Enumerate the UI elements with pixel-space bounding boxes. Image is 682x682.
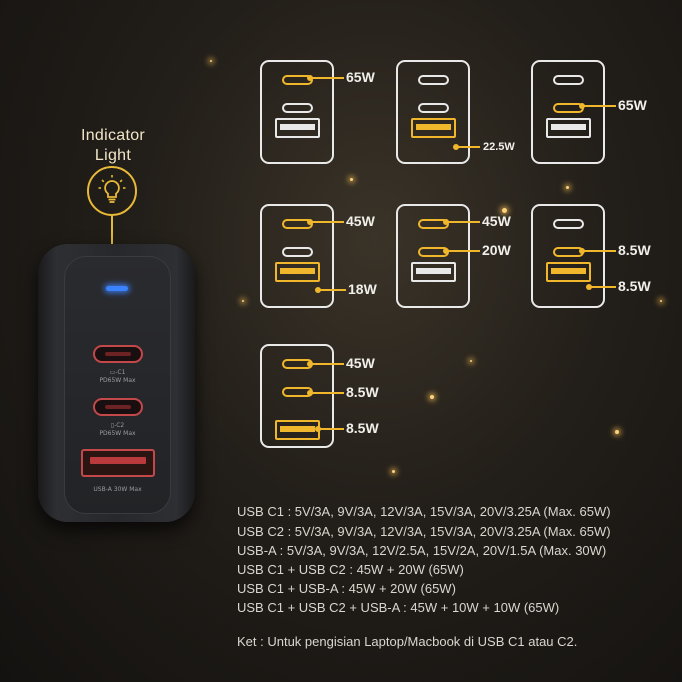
config5-c2-watt: 20W — [482, 242, 511, 258]
connector-line — [307, 361, 344, 367]
config7-a-watt: 8.5W — [346, 420, 379, 436]
connector-line — [315, 426, 344, 432]
port-c1-icon — [553, 75, 584, 85]
spec-line: USB C1 + USB C2 : 45W + 20W (65W) — [237, 562, 464, 577]
config4-a-watt: 18W — [348, 281, 377, 297]
connector-line — [307, 75, 344, 81]
config-card-4 — [260, 204, 334, 308]
config6-a-watt: 8.5W — [618, 278, 651, 294]
charger-device: ▭-C1 PD65W Max ▯-C2 PD65W Max USB-A 30W … — [38, 244, 195, 522]
spec-line: USB C2 : 5V/3A, 9V/3A, 12V/3A, 15V/3A, 2… — [237, 524, 611, 539]
port-a-icon — [546, 262, 591, 282]
config7-c1-watt: 45W — [346, 355, 375, 371]
config3-c2-watt: 65W — [618, 97, 647, 113]
sparkle — [660, 300, 662, 302]
port-c2-icon — [418, 103, 449, 113]
lightbulb-icon — [87, 166, 137, 216]
connector-line — [307, 219, 344, 225]
connector-line — [579, 248, 616, 254]
indicator-title-line1: Indicator — [80, 127, 146, 144]
connector-line — [443, 248, 480, 254]
laptop-icon: ▭ — [109, 369, 116, 376]
usb-c2-port — [93, 398, 143, 416]
sparkle — [430, 395, 434, 399]
indicator-led — [106, 286, 128, 291]
port-a-icon — [411, 118, 456, 138]
port-a-icon — [275, 262, 320, 282]
config6-c2-watt: 8.5W — [618, 242, 651, 258]
sparkle — [470, 360, 472, 362]
connector-line — [453, 144, 480, 150]
port-a-icon — [275, 118, 320, 138]
usb-c1-label-text: C1 — [117, 369, 126, 376]
config-card-7 — [260, 344, 334, 448]
port-c1-icon — [418, 75, 449, 85]
port-a-icon — [411, 262, 456, 282]
usb-c1-label: ▭-C1 — [109, 369, 126, 376]
config-card-5 — [396, 204, 470, 308]
sparkle — [566, 186, 569, 189]
config-card-3 — [531, 60, 605, 164]
sparkle — [392, 470, 395, 473]
usb-c2-label-text: C2 — [116, 422, 125, 429]
usb-a-spec: USB-A 30W Max — [93, 486, 142, 493]
connector-line — [579, 103, 616, 109]
port-a-icon — [275, 420, 320, 440]
connector-line — [307, 390, 344, 396]
spec-line: USB-A : 5V/3A, 9V/3A, 12V/2.5A, 15V/2A, … — [237, 543, 607, 558]
config2-a-watt: 22.5W — [483, 141, 515, 153]
config-card-2 — [396, 60, 470, 164]
port-a-icon — [546, 118, 591, 138]
port-c1-icon — [553, 219, 584, 229]
config4-c1-watt: 45W — [346, 213, 375, 229]
port-c2-icon — [282, 247, 313, 257]
phone-icon: ▯ — [110, 422, 115, 429]
spec-line: USB C1 : 5V/3A, 9V/3A, 12V/3A, 15V/3A, 2… — [237, 504, 611, 519]
connector-line — [315, 287, 346, 293]
connector-line — [443, 219, 480, 225]
usage-note: Ket : Untuk pengisian Laptop/Macbook di … — [237, 634, 578, 649]
indicator-light-title: Indicator Light — [68, 126, 158, 166]
sparkle — [615, 430, 619, 434]
config7-c2-watt: 8.5W — [346, 384, 379, 400]
config-card-6 — [531, 204, 605, 308]
usb-c2-label: ▯-C2 — [110, 422, 125, 429]
config5-c1-watt: 45W — [482, 213, 511, 229]
spec-line: USB C1 + USB C2 + USB-A : 45W + 10W + 10… — [237, 600, 560, 615]
usb-c1-spec: PD65W Max — [99, 377, 136, 384]
sparkle — [502, 208, 507, 213]
sparkle — [210, 60, 212, 62]
usb-c2-spec: PD65W Max — [99, 430, 136, 437]
port-c2-icon — [282, 103, 313, 113]
config-card-1 — [260, 60, 334, 164]
indicator-title-line2: Light — [94, 147, 132, 164]
usb-c1-port — [93, 345, 143, 363]
spec-line: USB C1 + USB-A : 45W + 20W (65W) — [237, 581, 456, 596]
sparkle — [350, 178, 353, 181]
charger-face: ▭-C1 PD65W Max ▯-C2 PD65W Max USB-A 30W … — [64, 256, 171, 514]
sparkle — [242, 300, 244, 302]
usb-a-port — [81, 449, 155, 477]
connector-line — [586, 284, 616, 290]
config1-c1-watt: 65W — [346, 69, 375, 85]
